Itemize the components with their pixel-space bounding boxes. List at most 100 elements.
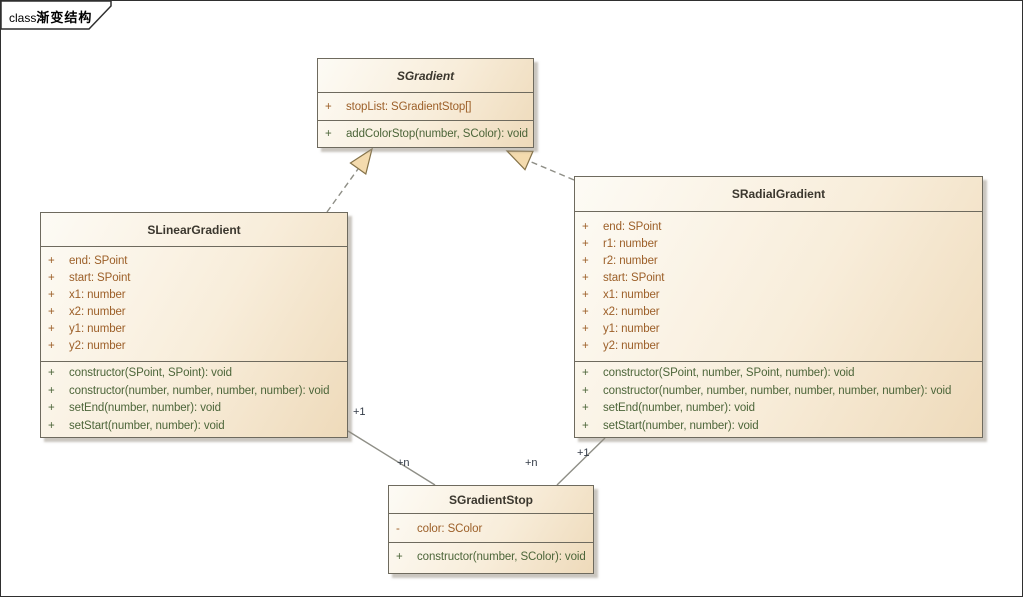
visibility-sign: + xyxy=(582,289,589,301)
realization-edge-radial[interactable] xyxy=(528,160,575,181)
association-edge-radial-stop[interactable] xyxy=(556,437,606,486)
member-row: + end: SPoint xyxy=(575,219,982,236)
attributes-compartment: +stopList: SGradientStop[] xyxy=(318,93,533,121)
member-row: + x1: number xyxy=(575,287,982,304)
member-row: +y2: number xyxy=(41,338,347,355)
member-text: x1: number xyxy=(603,289,660,301)
class-box-sgradientstop[interactable]: SGradientStop - color: SColor + constructo… xyxy=(388,485,594,574)
member-row: + y2: number xyxy=(575,338,982,355)
operations-compartment: + addColorStop(number, SColor): void xyxy=(318,121,533,146)
multiplicity-label-radial-source: +1 xyxy=(577,447,590,459)
association-edge-linear-stop[interactable] xyxy=(347,430,436,486)
member-row: + setEnd(number, number): void xyxy=(41,400,347,418)
class-title: SLinearGradient xyxy=(41,213,347,247)
visibility-sign: + xyxy=(48,402,55,414)
member-text: end: SPoint xyxy=(69,255,128,267)
member-text: addColorStop(number, SColor): void xyxy=(346,128,528,140)
visibility-sign: + xyxy=(325,128,332,140)
member-text: setEnd(number, number): void xyxy=(69,402,221,414)
class-title: SGradient xyxy=(318,59,533,93)
visibility-sign: + xyxy=(48,323,55,335)
visibility-sign: + xyxy=(582,340,589,352)
class-box-slineargradient[interactable]: SLinearGradient + end: SPoint + start: SPoi… xyxy=(40,212,348,438)
visibility-sign: + xyxy=(48,306,55,318)
member-text: color: SColor xyxy=(417,523,483,535)
member-row: + constructor(number, SColor): void xyxy=(389,550,593,565)
member-text: start: SPoint xyxy=(603,272,665,284)
frame-label-tab: class渐变结构 xyxy=(1,1,121,33)
visibility-sign: + xyxy=(582,402,589,414)
visibility-sign: + xyxy=(582,367,589,379)
member-row: + y1: number xyxy=(41,321,347,338)
member-text: r1: number xyxy=(603,238,658,250)
visibility-sign: + xyxy=(582,255,589,267)
member-text: constructor(SPoint, number, SPoint, numb… xyxy=(603,367,855,379)
member-text: y1: number xyxy=(69,323,126,335)
member-row: +stopList: SGradientStop[] xyxy=(318,100,533,115)
member-text: constructor(number, SColor): void xyxy=(417,551,586,563)
class-box-sgradient[interactable]: SGradient +stopList: SGradientStop[] + ad… xyxy=(317,58,534,148)
visibility-sign: + xyxy=(582,272,589,284)
member-row: + addColorStop(number, SColor): void xyxy=(318,127,533,142)
class-box-sradialgradient[interactable]: SRadialGradient +end: SPoint+r1: number+… xyxy=(574,176,983,438)
member-text: stopList: SGradientStop[] xyxy=(346,101,472,113)
member-row: + setStart(number, number): void xyxy=(41,418,347,435)
frame-label-prefix: class xyxy=(9,11,37,25)
visibility-sign: + xyxy=(582,384,589,397)
multiplicity-label-radial-target: +n xyxy=(525,457,538,469)
member-text: constructor(number, number, number, numb… xyxy=(603,384,952,397)
member-text: constructor(number, number, number, numb… xyxy=(69,384,330,397)
member-text: x2: number xyxy=(69,306,126,318)
visibility-sign: + xyxy=(582,306,589,318)
member-row: + x2: number xyxy=(575,304,982,321)
visibility-sign: + xyxy=(48,419,55,432)
visibility-sign: + xyxy=(582,238,589,250)
attributes-compartment: + end: SPoint + r1: number + r2: number + start… xyxy=(575,212,982,362)
member-text: y2: number xyxy=(603,340,660,352)
member-row: +setStart(number, number): void xyxy=(575,418,982,435)
member-text: end: SPoint xyxy=(603,221,662,233)
frame-label-text: class渐变结构 xyxy=(9,7,92,26)
member-row: + x1: number xyxy=(41,287,347,304)
member-text: r2: number xyxy=(603,255,658,267)
member-text: y1: number xyxy=(603,323,660,335)
operations-compartment: + constructor(number, SColor): void xyxy=(389,543,593,569)
member-row: + x2: number xyxy=(41,304,347,321)
realization-edge-linear[interactable] xyxy=(326,168,359,213)
visibility-sign: + xyxy=(582,221,589,233)
member-text: constructor(SPoint, SPoint): void xyxy=(69,367,232,379)
operations-compartment: + constructor(SPoint, number, SPoint, num… xyxy=(575,362,982,434)
visibility-sign: + xyxy=(582,419,589,432)
member-row: + constructor(SPoint, SPoint): void xyxy=(41,365,347,383)
visibility-sign: + xyxy=(48,384,55,397)
member-text: setStart(number, number): void xyxy=(69,419,225,432)
operations-compartment: + constructor(SPoint, SPoint): void + const… xyxy=(41,362,347,434)
visibility-sign: + xyxy=(48,255,55,267)
frame-label-title: 渐变结构 xyxy=(36,10,93,25)
member-text: setEnd(number, number): void xyxy=(603,402,755,414)
member-text: x2: number xyxy=(603,306,660,318)
class-title: SGradientStop xyxy=(389,486,593,514)
visibility-sign: + xyxy=(582,323,589,335)
member-text: x1: number xyxy=(69,289,126,301)
member-row: + r2: number xyxy=(575,253,982,270)
member-row: + start: SPoint xyxy=(41,270,347,287)
visibility-sign: + xyxy=(48,340,55,352)
realization-arrowhead-linear xyxy=(349,147,373,176)
member-row: + constructor(number, number, number, num… xyxy=(575,383,982,401)
member-row: + r1: number xyxy=(575,236,982,253)
visibility-sign: + xyxy=(48,272,55,284)
member-row: - color: SColor xyxy=(389,522,593,537)
member-row: + start: SPoint xyxy=(575,270,982,287)
frame-label-tab-shape xyxy=(1,1,112,30)
visibility-sign: + xyxy=(48,367,55,379)
visibility-sign: - xyxy=(396,523,400,535)
visibility-sign: + xyxy=(48,289,55,301)
member-text: start: SPoint xyxy=(69,272,131,284)
visibility-sign: + xyxy=(396,551,403,563)
attributes-compartment: - color: SColor xyxy=(389,514,593,543)
member-row: + constructor(SPoint, number, SPoint, num… xyxy=(575,365,982,383)
attributes-compartment: + end: SPoint + start: SPoint + x1: number + x2… xyxy=(41,247,347,362)
